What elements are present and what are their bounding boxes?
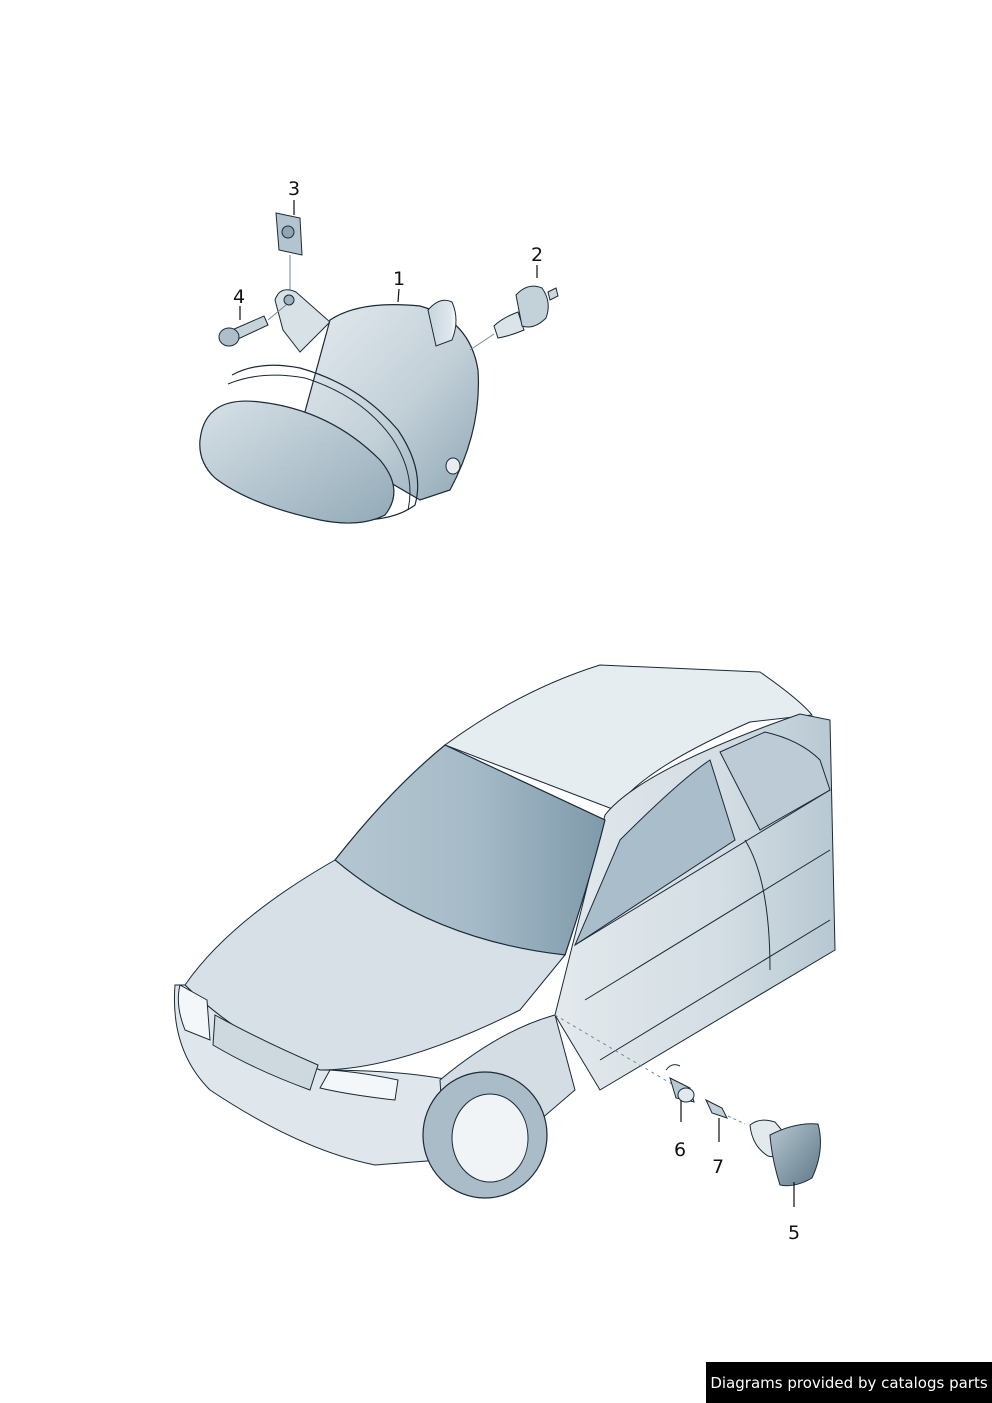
callout-3[interactable]: 3 <box>287 178 301 200</box>
halogen-bulb-part <box>469 285 559 351</box>
credit-text: Diagrams provided by catalogs parts <box>710 1373 988 1392</box>
callout-4[interactable]: 4 <box>232 286 246 308</box>
side-marker-part <box>749 1119 821 1187</box>
mounting-tab <box>274 289 331 353</box>
callout-7[interactable]: 7 <box>711 1156 725 1178</box>
bolt-part <box>218 304 287 347</box>
callout-2[interactable]: 2 <box>530 244 544 266</box>
wedge-bulb-part <box>704 1098 746 1125</box>
fog-light-lens <box>199 400 395 524</box>
diagram-credit-banner: Diagrams provided by catalogs parts <box>706 1362 992 1403</box>
callout-6[interactable]: 6 <box>673 1139 687 1161</box>
car-illustration <box>173 664 836 1199</box>
callout-5[interactable]: 5 <box>787 1222 801 1244</box>
callout-1[interactable]: 1 <box>392 268 406 290</box>
bulb-socket-part <box>665 1064 695 1103</box>
clip-nut-part <box>275 212 303 290</box>
